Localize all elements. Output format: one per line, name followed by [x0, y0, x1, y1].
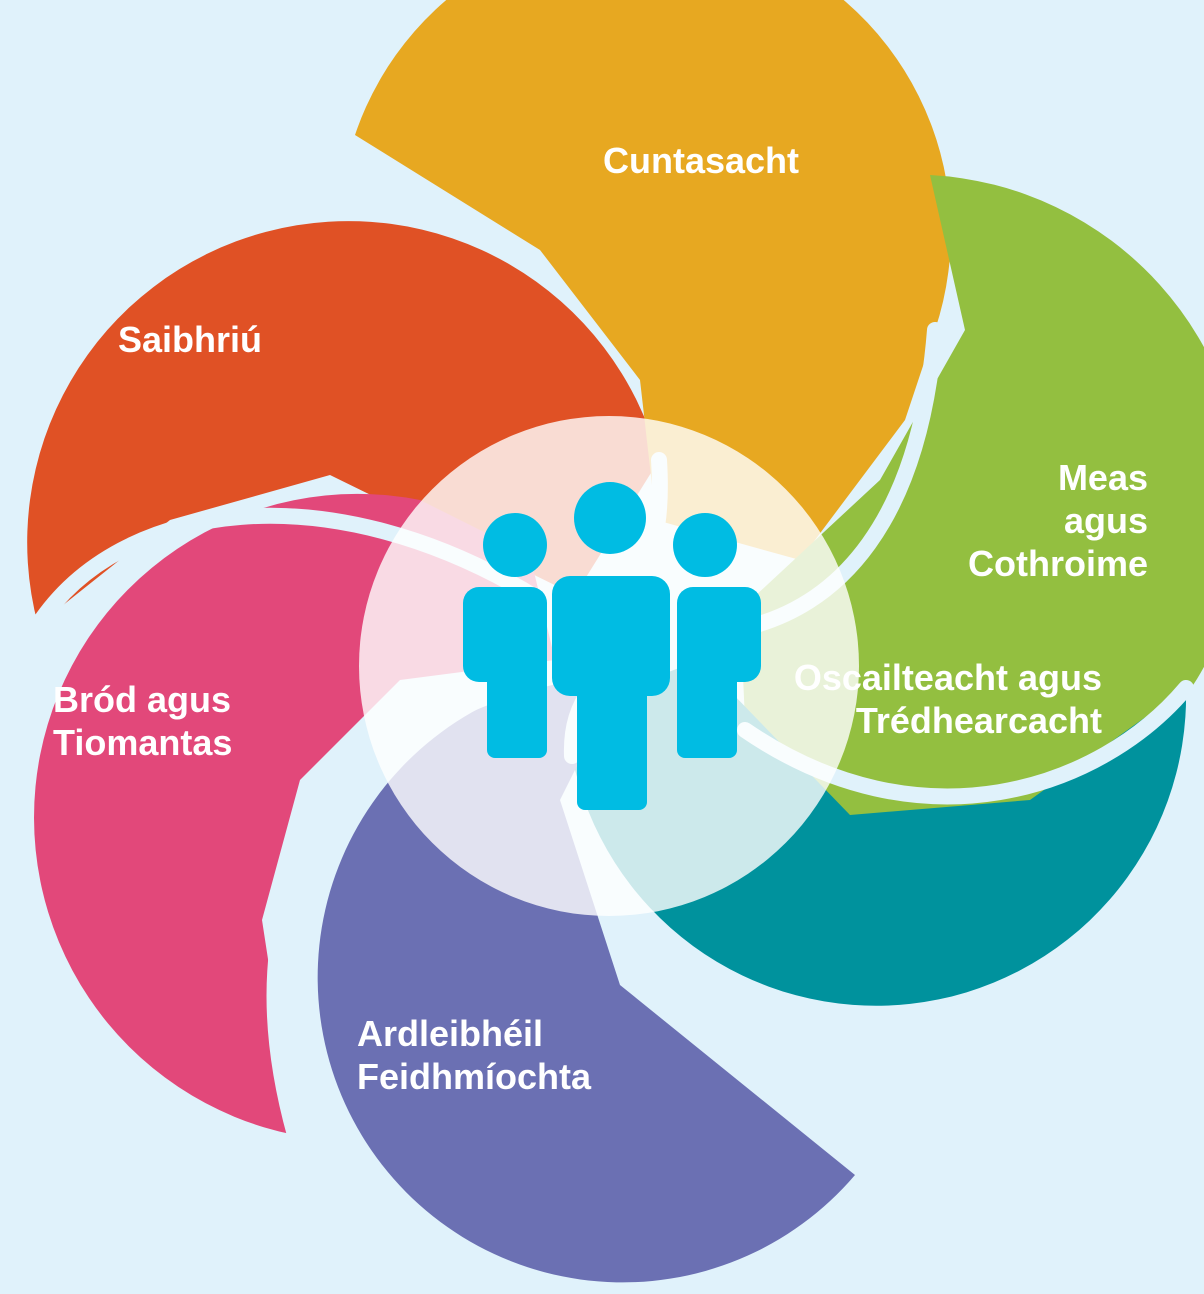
label-saibhriu-line-1: Saibhriú: [118, 319, 263, 360]
label-saibhriu: Saibhriú: [118, 318, 262, 361]
label-meas-line-1: Meas: [1057, 457, 1148, 498]
label-ardleibheil-line-2: Feidhmíochta: [357, 1056, 592, 1097]
label-oscailteacht-line-2: Trédhearcacht: [855, 700, 1102, 741]
petal-cuntasacht: [355, 0, 951, 560]
label-brod: Bród agus Tiomantas: [53, 678, 232, 764]
label-meas-line-3: Cothroime: [968, 543, 1148, 584]
people-group-icon: [463, 482, 761, 810]
label-oscailteacht: Oscailteacht agus Trédhearcacht: [794, 656, 1102, 742]
label-meas-line-2: agus: [1063, 500, 1148, 541]
label-ardleibheil: Ardleibhéil Feidhmíochta: [357, 1012, 591, 1098]
label-meas: Meas agus Cothroime: [968, 456, 1148, 585]
label-oscailteacht-line-1: Oscailteacht agus: [793, 657, 1102, 698]
label-brod-line-2: Tiomantas: [53, 722, 233, 763]
label-ardleibheil-line-1: Ardleibhéil: [357, 1013, 544, 1054]
label-cuntasacht: Cuntasacht: [603, 139, 799, 182]
label-cuntasacht-line-1: Cuntasacht: [603, 140, 800, 181]
label-brod-line-1: Bród agus: [53, 679, 232, 720]
